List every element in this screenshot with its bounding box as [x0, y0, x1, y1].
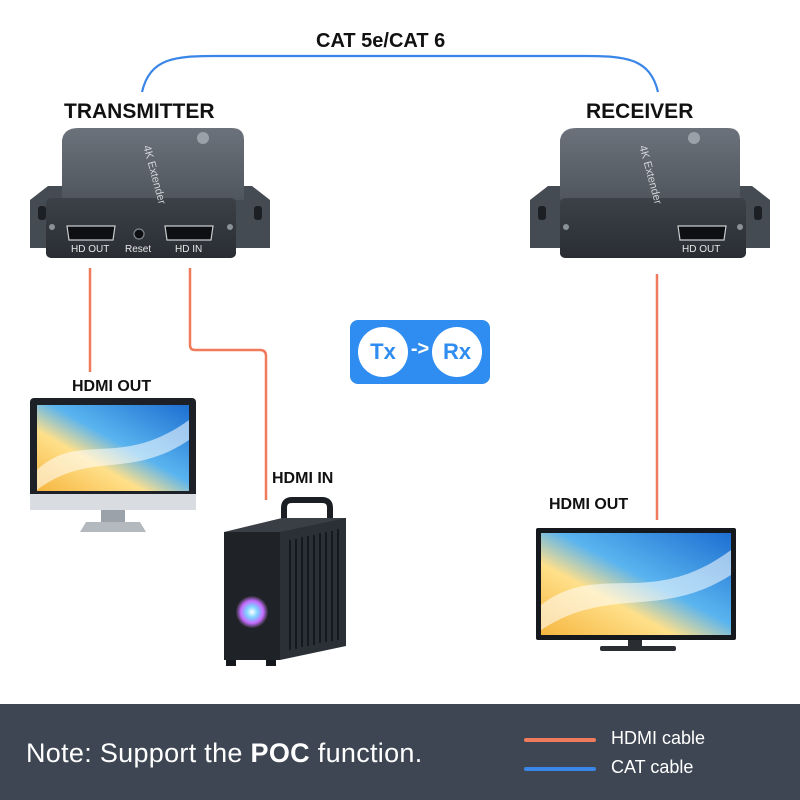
tx-rx-arrow: -> — [410, 338, 430, 360]
monitor-screen-wave — [37, 420, 189, 490]
receiver-device — [530, 128, 770, 258]
note-bold: POC — [250, 738, 310, 768]
rx-screw — [737, 224, 743, 230]
pc-rgb-fan — [236, 596, 268, 628]
monitor-neck — [101, 510, 125, 522]
pc-tower — [224, 497, 346, 666]
monitor-hdmi-out-label: HDMI OUT — [72, 378, 152, 395]
tx-screw-slot-left — [38, 206, 46, 220]
tv-stand-base — [600, 646, 676, 651]
legend-hdmi-label: HDMI cable — [611, 728, 706, 748]
legend-hdmi-line — [524, 738, 596, 742]
cable-type-label: CAT 5e/CAT 6 — [316, 30, 446, 52]
tv-screen-wave — [541, 550, 731, 630]
legend-cat-label: CAT cable — [611, 757, 694, 777]
tx-rx-badge: Tx -> Rx — [350, 320, 490, 384]
monitor-chin — [30, 494, 196, 510]
hdmi-cable-in-pc — [188, 268, 268, 500]
pc-foot — [266, 660, 276, 666]
tx-front-panel — [46, 198, 236, 258]
monitor-stand-base — [80, 522, 146, 532]
transmitter-device — [30, 128, 270, 258]
tx-bubble: Tx — [358, 327, 408, 377]
tx-port-label-reset: Reset — [125, 244, 152, 255]
cat-cable — [140, 54, 660, 93]
tx-screw — [49, 224, 55, 230]
transmitter-label: TRANSMITTER — [64, 100, 215, 123]
tv-stand-neck — [628, 640, 642, 646]
monitor — [30, 398, 196, 532]
tx-hd-out-port — [66, 225, 116, 241]
tx-screw — [227, 224, 233, 230]
rx-screw — [563, 224, 569, 230]
tx-port-label-hd-out: HD OUT — [71, 244, 110, 255]
tx-housing-top — [62, 128, 244, 200]
pc-handle — [281, 497, 333, 520]
tx-reset-button — [133, 228, 145, 240]
rx-logo-badge — [688, 132, 700, 144]
tx-hd-in-port — [164, 225, 214, 241]
tx-port-label-hd-in: HD IN — [175, 244, 203, 255]
note-prefix: Note: Support the — [26, 738, 251, 768]
pc-foot — [226, 660, 236, 666]
rx-port-label-hd-out: HD OUT — [682, 244, 721, 255]
receiver-label: RECEIVER — [586, 100, 694, 123]
legend-cat-line — [524, 767, 596, 771]
rx-screw-slot-right — [754, 206, 762, 220]
tx-logo-badge — [197, 132, 209, 144]
tv-hdmi-out-label: HDMI OUT — [549, 496, 629, 513]
poc-note: Note: Support the POC function. — [26, 738, 423, 769]
rx-housing-top — [560, 128, 740, 200]
pc-side-vents — [289, 529, 339, 650]
tv — [536, 528, 736, 651]
tx-screw-slot-right — [254, 206, 262, 220]
rx-screw-slot-left — [538, 206, 546, 220]
rx-hd-out-port — [677, 225, 727, 241]
pc-hdmi-in-label: HDMI IN — [272, 470, 334, 487]
footer-bar: Note: Support the POC function. HDMI cab… — [0, 704, 800, 800]
note-suffix: function. — [309, 738, 423, 768]
rx-bubble: Rx — [432, 327, 482, 377]
rx-front-panel — [560, 198, 746, 258]
